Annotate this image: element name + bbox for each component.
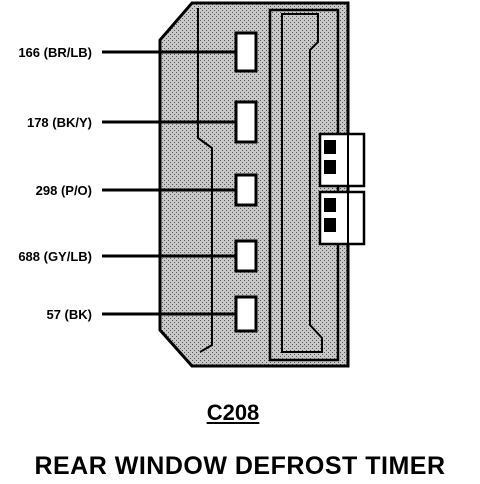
connector-guide-line bbox=[197, 8, 213, 353]
pin-5: 57 (BK) bbox=[46, 295, 258, 333]
connector-latch bbox=[318, 132, 366, 246]
pin-terminal bbox=[234, 173, 258, 207]
pin-1: 166 (BR/LB) bbox=[18, 31, 258, 73]
pin-circuit-label: 166 (BR/LB) bbox=[18, 45, 92, 60]
pin-terminal bbox=[234, 31, 258, 73]
connector-inner-channel bbox=[268, 8, 340, 362]
pin-2: 178 (BK/Y) bbox=[27, 100, 258, 144]
pin-circuit-label: 57 (BK) bbox=[46, 307, 92, 322]
pin-terminal bbox=[234, 295, 258, 333]
connector-inner-track bbox=[281, 13, 323, 353]
connector-id: C208 bbox=[206, 400, 260, 425]
pin-3: 298 (P/O) bbox=[36, 173, 258, 207]
caption: C208 bbox=[0, 400, 480, 426]
pin-circuit-label: 178 (BK/Y) bbox=[27, 115, 92, 130]
pin-circuit-label: 688 (GY/LB) bbox=[18, 249, 92, 264]
pin-4: 688 (GY/LB) bbox=[18, 239, 258, 273]
pin-circuit-label: 298 (P/O) bbox=[36, 183, 92, 198]
connector-diagram: 166 (BR/LB) 178 (BK/Y) 298 (P/O) 688 (GY/LB… bbox=[18, 1, 366, 368]
pin-terminal bbox=[234, 239, 258, 273]
component-name: REAR WINDOW DEFROST TIMER bbox=[34, 452, 446, 480]
pin-terminal bbox=[234, 100, 258, 144]
